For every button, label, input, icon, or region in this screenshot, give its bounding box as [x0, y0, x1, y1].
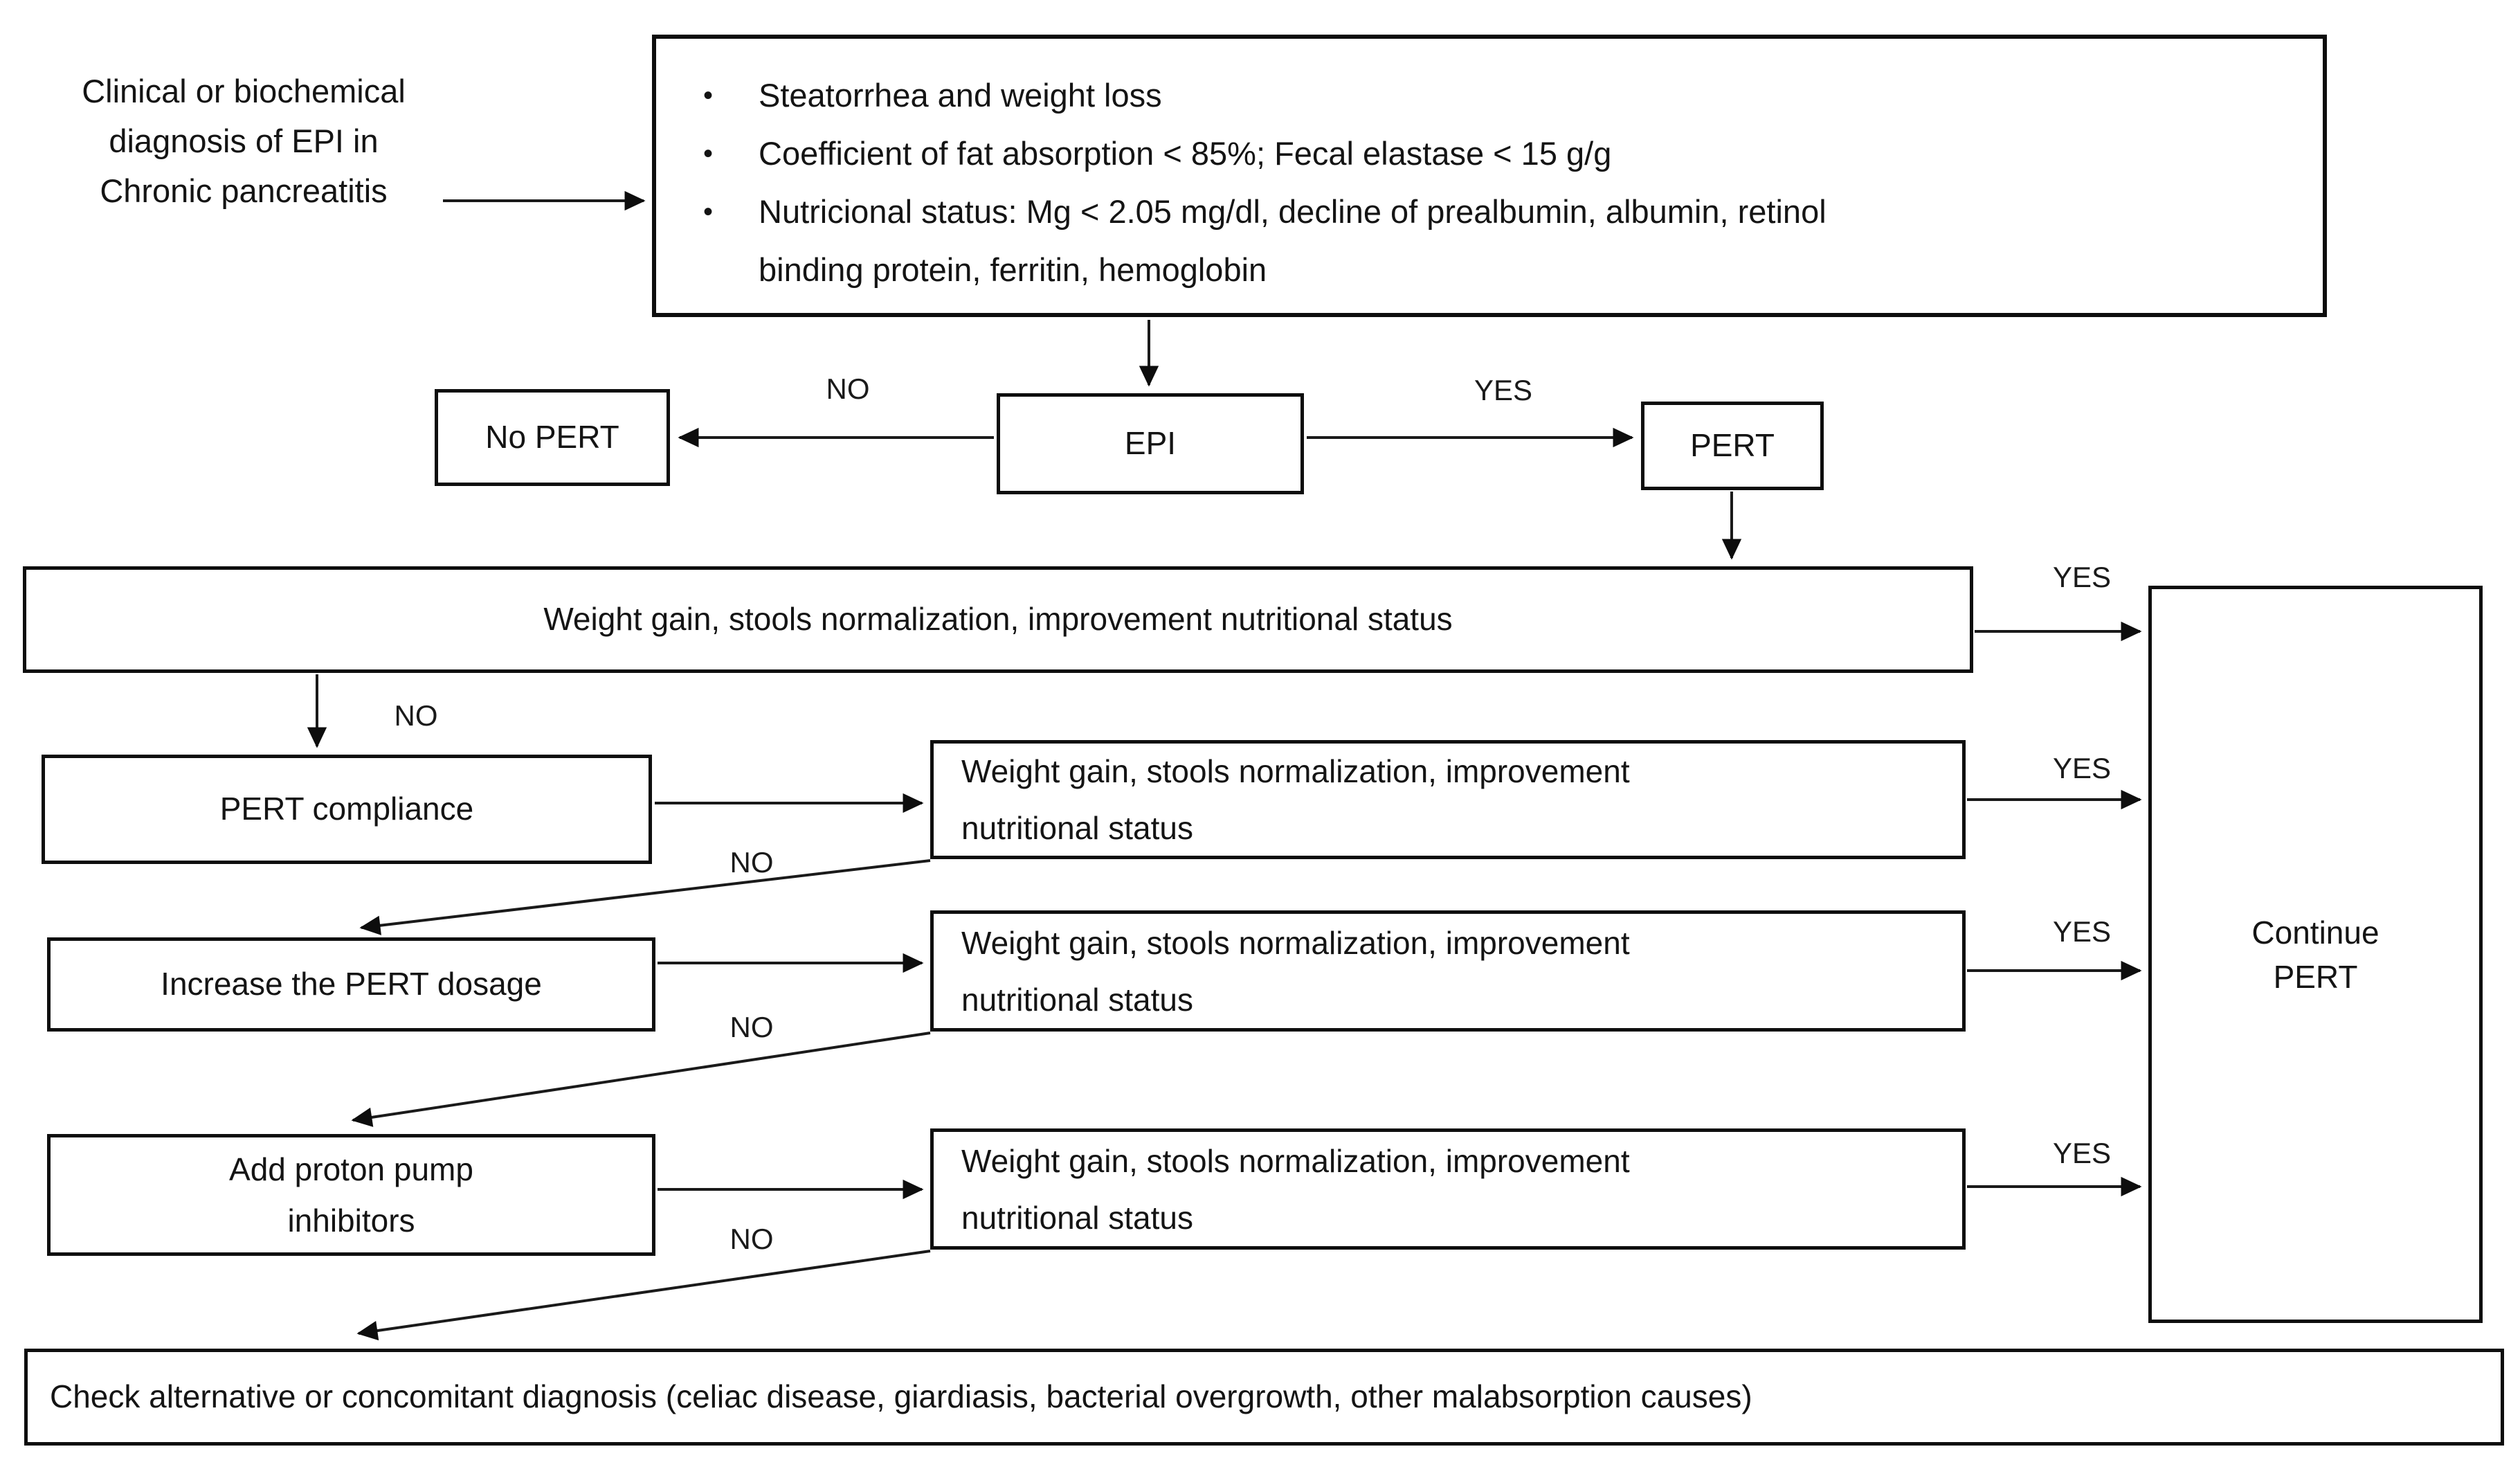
pert-box: PERT: [1641, 402, 1824, 490]
proton-pump-box: Add proton pump inhibitors: [47, 1134, 655, 1256]
pert-compliance-label: PERT compliance: [219, 791, 474, 827]
criteria-bullet-text: Coefficient of fat absorption < 85%; Fec…: [759, 135, 1612, 172]
increase-dosage-label: Increase the PERT dosage: [161, 966, 542, 1002]
yes-label-2: YES: [2052, 752, 2112, 784]
bullet-icon: •: [703, 80, 714, 111]
epi-label: EPI: [1124, 425, 1177, 462]
outcome-text: Weight gain, stools normalization, impro…: [543, 601, 1453, 638]
outcome-box-3: Weight gain, stools normalization, impro…: [930, 910, 1966, 1032]
start-node-text: Clinical or biochemical diagnosis of EPI…: [82, 73, 406, 209]
yes-label-4: YES: [2052, 1137, 2112, 1169]
yes-label-1: YES: [2052, 561, 2112, 593]
outcome-text: Weight gain, stools normalization, impro…: [961, 753, 1630, 846]
increase-dosage-box: Increase the PERT dosage: [47, 937, 655, 1032]
no-label-2: NO: [729, 846, 774, 879]
arrow-outcome4-to-alternative: [356, 1250, 931, 1341]
proton-pump-label: Add proton pump inhibitors: [229, 1151, 473, 1239]
pert-compliance-box: PERT compliance: [42, 755, 652, 864]
bullet-icon: •: [703, 197, 714, 227]
outcome-text: Weight gain, stools normalization, impro…: [961, 1142, 1630, 1236]
alternative-diagnosis-box: Check alternative or concomitant diagnos…: [24, 1349, 2504, 1446]
no-label-epi: NO: [826, 372, 870, 405]
arrow-outcome3-to-proton-pump: [351, 1032, 931, 1127]
yes-label-3: YES: [2052, 915, 2112, 948]
outcome-box-2: Weight gain, stools normalization, impro…: [930, 740, 1966, 859]
bullet-icon: •: [703, 138, 714, 169]
criteria-box: • Steatorrhea and weight loss • Coeffici…: [652, 35, 2327, 317]
no-pert-box: No PERT: [435, 389, 670, 486]
no-pert-label: No PERT: [485, 419, 619, 456]
continue-pert-box: Continue PERT: [2148, 586, 2483, 1323]
continue-pert-label: Continue PERT: [2251, 914, 2380, 995]
alternative-diagnosis-text: Check alternative or concomitant diagnos…: [50, 1378, 1752, 1415]
criteria-bullet-row: • Steatorrhea and weight loss: [703, 66, 2295, 125]
yes-label-epi: YES: [1474, 374, 1533, 406]
no-label-4: NO: [729, 1223, 774, 1255]
criteria-bullet-text: Nutricional status: Mg < 2.05 mg/dl, dec…: [759, 193, 1826, 288]
criteria-bullet-row: • Nutricional status: Mg < 2.05 mg/dl, d…: [703, 183, 2295, 299]
pert-label: PERT: [1690, 427, 1775, 464]
no-label-3: NO: [729, 1011, 774, 1043]
outcome-box-1: Weight gain, stools normalization, impro…: [23, 566, 1973, 673]
outcome-text: Weight gain, stools normalization, impro…: [961, 924, 1630, 1018]
criteria-bullet-row: • Coefficient of fat absorption < 85%; F…: [703, 125, 2295, 183]
epi-box: EPI: [997, 393, 1304, 494]
outcome-box-4: Weight gain, stools normalization, impro…: [930, 1128, 1966, 1250]
no-label-1: NO: [394, 699, 438, 732]
criteria-bullet-text: Steatorrhea and weight loss: [759, 77, 1162, 114]
arrow-outcome2-to-increase: [359, 859, 931, 935]
